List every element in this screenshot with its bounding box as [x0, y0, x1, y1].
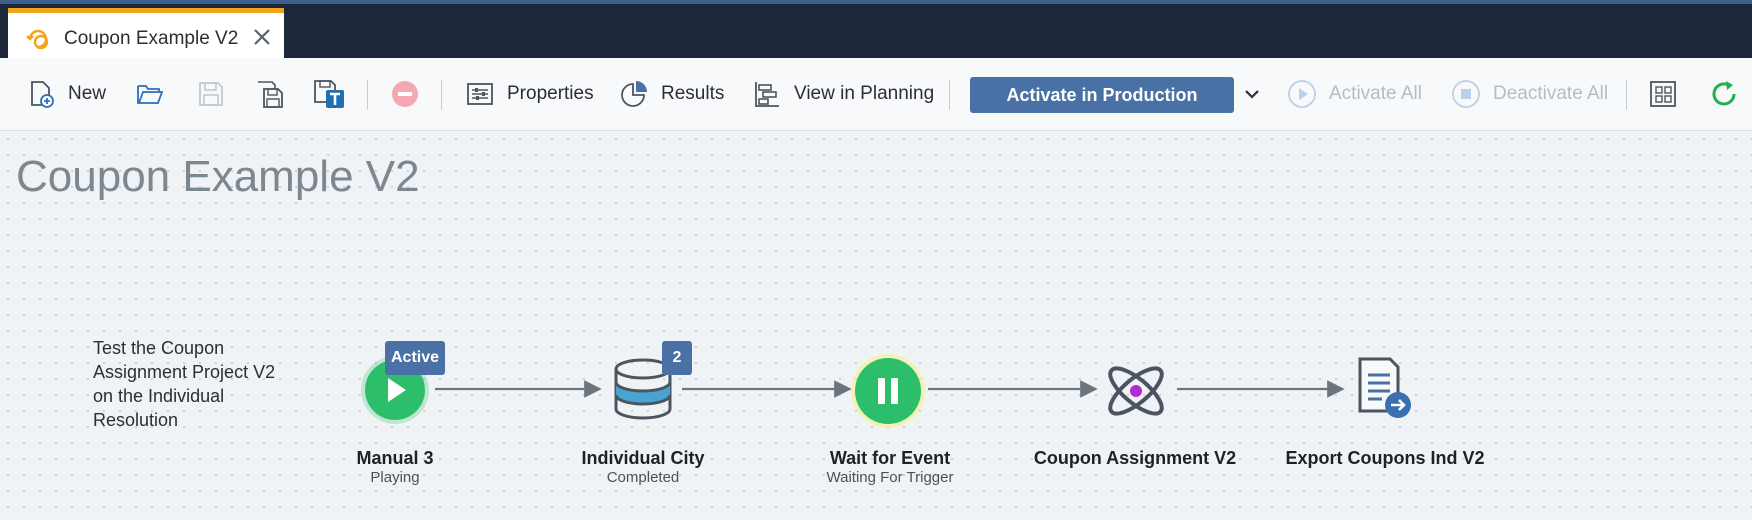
save-icon [199, 82, 223, 106]
properties-label: Properties [507, 83, 594, 104]
pause-icon [851, 354, 925, 428]
view-in-planning-button[interactable]: View in Planning [752, 58, 934, 130]
node-name: Coupon Assignment V2 [1033, 448, 1237, 468]
workflow-canvas[interactable] [0, 131, 1752, 520]
window-top-strip [0, 0, 1752, 4]
canvas-title: Coupon Example V2 [16, 152, 420, 201]
close-icon[interactable] [248, 23, 276, 51]
canvas-description: Test the Coupon Assignment Project V2 on… [93, 338, 276, 430]
node-export-coupons-ind-v2[interactable] [1352, 355, 1414, 421]
toolbar-separator [1626, 80, 1627, 110]
tab-title: Coupon Example V2 [64, 28, 239, 49]
node-coupon-assignment-v2[interactable] [1100, 355, 1172, 427]
node-name: Export Coupons Ind V2 [1285, 448, 1485, 468]
export-document-icon [1358, 357, 1411, 418]
activate-in-production-button[interactable]: Activate in Production [970, 77, 1234, 113]
planning-gantt-icon [755, 82, 779, 107]
deactivate-all-button: Deactivate All [1451, 58, 1608, 130]
database-icon [614, 358, 672, 420]
layout-button[interactable] [1648, 58, 1678, 130]
workflow-connectors [435, 380, 1345, 398]
node-status: Waiting For Trigger [826, 469, 954, 486]
activate-in-production-label: Activate in Production [1006, 84, 1198, 105]
node-status: Completed [606, 469, 680, 486]
activate-all-label: Activate All [1329, 83, 1422, 104]
toolbar-separator [441, 80, 442, 110]
refresh-icon [1712, 81, 1736, 106]
document-tab[interactable]: Coupon Example V2 [8, 8, 284, 62]
node-status: Playing [370, 469, 420, 486]
count-badge: 2 [662, 341, 692, 375]
save-button [196, 58, 226, 130]
save-template-icon [314, 80, 344, 108]
open-button[interactable] [135, 58, 165, 130]
properties-icon [467, 83, 493, 105]
node-name: Manual 3 [356, 448, 434, 468]
node-name: Wait for Event [829, 448, 951, 468]
new-document-icon [31, 81, 54, 108]
stop-icon [392, 81, 418, 107]
results-label: Results [661, 83, 725, 104]
folder-open-icon [137, 85, 164, 104]
save-as-template-button[interactable] [312, 58, 346, 130]
refresh-button[interactable] [1709, 58, 1739, 130]
atom-icon [1108, 366, 1164, 416]
save-all-button[interactable] [254, 58, 286, 130]
toolbar-separator [367, 80, 368, 110]
deactivate-all-label: Deactivate All [1493, 83, 1609, 104]
stop-button [390, 58, 420, 130]
node-individual-city[interactable] [610, 357, 676, 423]
properties-button[interactable]: Properties [465, 58, 594, 130]
node-name: Individual City [581, 448, 705, 468]
play-circle-icon [1288, 80, 1316, 108]
view-in-planning-label: View in Planning [794, 83, 935, 104]
dashboard-layout-icon [1650, 81, 1676, 107]
toolbar: New [0, 58, 1752, 131]
save-all-icon [258, 81, 283, 108]
pie-chart-icon [621, 81, 647, 107]
active-badge: Active [385, 341, 445, 375]
tab-bar: Coupon Example V2 [0, 4, 1752, 62]
new-label: New [68, 83, 107, 104]
node-wait-for-event[interactable] [850, 353, 926, 429]
toolbar-separator [949, 80, 950, 110]
campaign-icon [24, 25, 52, 53]
activate-options-dropdown[interactable] [1242, 58, 1262, 130]
chevron-down-icon [1245, 90, 1259, 99]
activate-all-button: Activate All [1287, 58, 1422, 130]
stop-circle-icon [1452, 80, 1480, 108]
results-button[interactable]: Results [619, 58, 724, 130]
new-button[interactable]: New [26, 58, 106, 130]
